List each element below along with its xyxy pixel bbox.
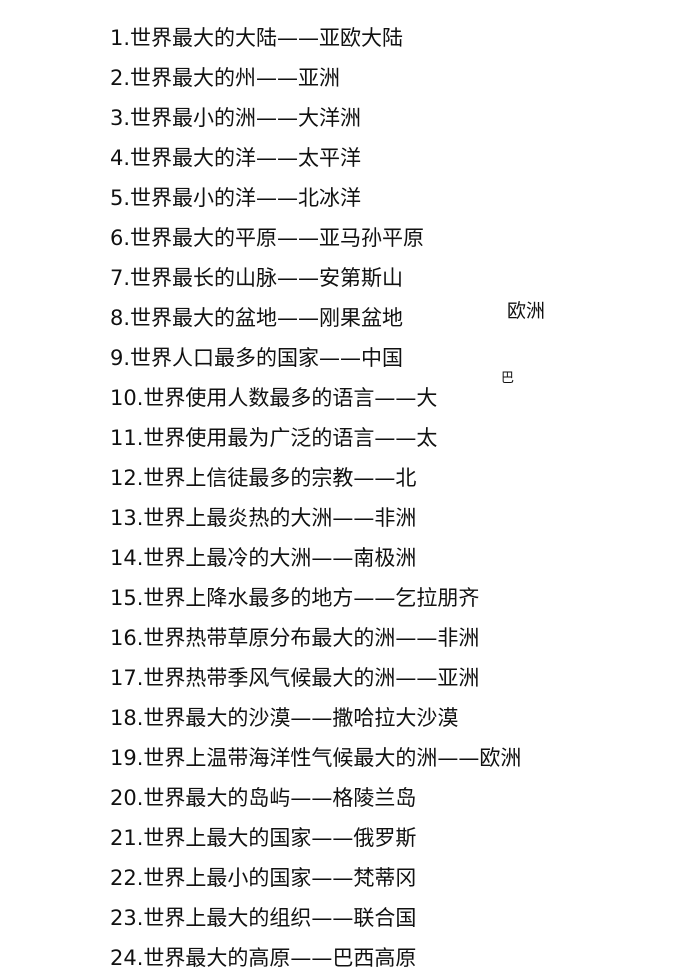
list-item-text: 14.世界上最冷的大洲——南极洲 xyxy=(110,546,417,570)
list-item: 1.世界最大的大陆——亚欧大陆 xyxy=(110,20,403,56)
list-item-text: 10.世界使用人数最多的语言——大 xyxy=(110,386,438,410)
list-item: 14.世界上最冷的大洲——南极洲 xyxy=(110,540,416,576)
list-item-text: 13.世界上最炎热的大洲——非洲 xyxy=(110,506,417,530)
list-item-text: 11.世界使用最为广泛的语言——太 xyxy=(110,426,438,450)
list-item: 6.世界最大的平原——亚马孙平原 xyxy=(110,220,424,256)
mask-patch xyxy=(480,304,504,332)
mask-patch xyxy=(494,382,554,416)
list-item-text: 24.世界最大的高原——巴西高原 xyxy=(110,946,417,970)
list-item: 5.世界最小的洋——北冰洋 xyxy=(110,180,361,216)
list-item: 24.世界最大的高原——巴西高原 xyxy=(110,940,416,976)
list-item-text: 12.世界上信徒最多的宗教——北 xyxy=(110,466,417,490)
list-item-text: 17.世界热带季风气候最大的洲——亚洲 xyxy=(110,666,480,690)
list-item: 23.世界上最大的组织——联合国 xyxy=(110,900,416,936)
list-item-text: 5.世界最小的洋——北冰洋 xyxy=(110,186,362,210)
list-item: 17.世界热带季风气候最大的洲——亚洲 xyxy=(110,660,479,696)
list-item: 7.世界最长的山脉——安第斯山 xyxy=(110,260,403,296)
stray-text-fragment: 欧洲 xyxy=(507,300,546,322)
list-item: 9.世界人口最多的国家——中国 xyxy=(110,340,403,376)
list-item-text: 23.世界上最大的组织——联合国 xyxy=(110,906,417,930)
mask-patch xyxy=(494,462,554,496)
list-item-text: 3.世界最小的洲——大洋洲 xyxy=(110,106,362,130)
list-item: 3.世界最小的洲——大洋洲 xyxy=(110,100,361,136)
list-item-text: 20.世界最大的岛屿——格陵兰岛 xyxy=(110,786,417,810)
list-item: 10.世界使用人数最多的语言——大 xyxy=(110,380,437,416)
list-item-text: 18.世界最大的沙漠——撒哈拉大沙漠 xyxy=(110,706,459,730)
list-item-text: 19.世界上温带海洋性气候最大的洲——欧洲 xyxy=(110,746,522,770)
list-item-text: 1.世界最大的大陆——亚欧大陆 xyxy=(110,26,404,50)
mask-patch xyxy=(500,422,560,456)
list-item: 21.世界上最大的国家——俄罗斯 xyxy=(110,820,416,856)
list-item-text: 4.世界最大的洋——太平洋 xyxy=(110,146,362,170)
list-item: 19.世界上温带海洋性气候最大的洲——欧洲 xyxy=(110,740,521,776)
list-item: 13.世界上最炎热的大洲——非洲 xyxy=(110,500,416,536)
list-item: 15.世界上降水最多的地方——乞拉朋齐 xyxy=(110,580,479,616)
list-item: 18.世界最大的沙漠——撒哈拉大沙漠 xyxy=(110,700,458,736)
mask-patch xyxy=(486,342,546,376)
list-item: 8.世界最大的盆地——刚果盆地 xyxy=(110,300,403,336)
list-item: 20.世界最大的岛屿——格陵兰岛 xyxy=(110,780,416,816)
list-item: 2.世界最大的州——亚洲 xyxy=(110,60,340,96)
stray-text-fragment: 巴 xyxy=(501,371,515,386)
mask-patch xyxy=(478,262,526,296)
list-item: 4.世界最大的洋——太平洋 xyxy=(110,140,361,176)
list-item: 11.世界使用最为广泛的语言——太 xyxy=(110,420,437,456)
list-item-text: 9.世界人口最多的国家——中国 xyxy=(110,346,404,370)
list-item-text: 6.世界最大的平原——亚马孙平原 xyxy=(110,226,425,250)
list-item-text: 8.世界最大的盆地——刚果盆地 xyxy=(110,306,404,330)
list-item: 16.世界热带草原分布最大的洲——非洲 xyxy=(110,620,479,656)
list-item-text: 21.世界上最大的国家——俄罗斯 xyxy=(110,826,417,850)
list-item: 22.世界上最小的国家——梵蒂冈 xyxy=(110,860,416,896)
list-item-text: 7.世界最长的山脉——安第斯山 xyxy=(110,266,404,290)
list-item: 12.世界上信徒最多的宗教——北 xyxy=(110,460,416,496)
list-item-text: 16.世界热带草原分布最大的洲——非洲 xyxy=(110,626,480,650)
list-item-text: 22.世界上最小的国家——梵蒂冈 xyxy=(110,866,417,890)
list-item-text: 2.世界最大的州——亚洲 xyxy=(110,66,341,90)
facts-list: 1.世界最大的大陆——亚欧大陆 2.世界最大的州——亚洲 3.世界最小的洲——大… xyxy=(110,20,690,970)
list-item-text: 15.世界上降水最多的地方——乞拉朋齐 xyxy=(110,586,480,610)
